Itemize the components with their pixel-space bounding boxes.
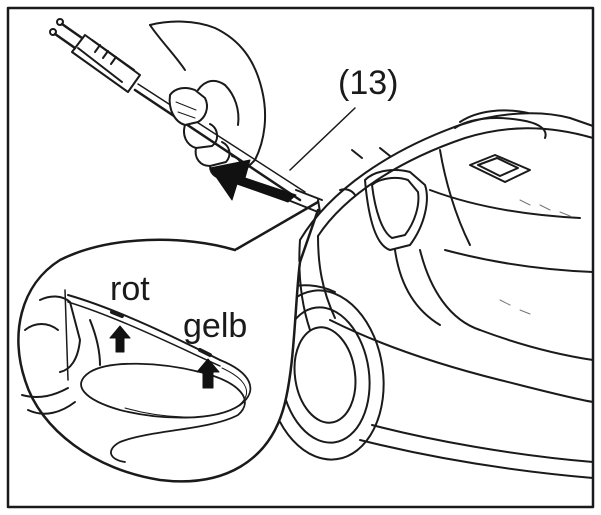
red-marker-label: rot (110, 270, 150, 308)
detail-inset (17, 200, 320, 483)
figure-frame (6, 6, 595, 509)
power-cord-icon (133, 83, 306, 202)
yellow-marker-label: gelb (183, 307, 248, 345)
mains-plug-icon (49, 18, 141, 93)
pull-direction-arrow-icon (209, 159, 297, 203)
up-arrow-icon (109, 325, 131, 353)
hand-icon (149, 20, 267, 180)
up-arrow-icon (196, 358, 220, 389)
part-number-label: (13) (338, 64, 399, 102)
leader-line-13 (289, 107, 356, 171)
vacuum-cleaner-icon (265, 109, 594, 479)
